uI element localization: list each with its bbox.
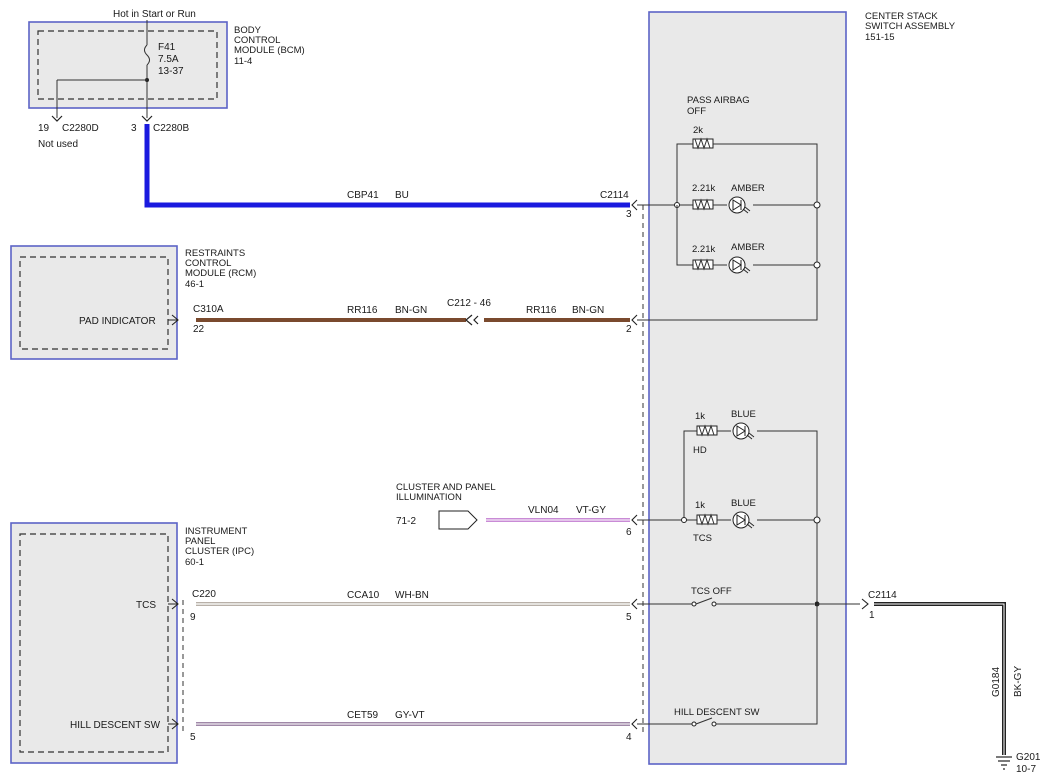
wire-cca10-pin: 5 <box>626 612 632 623</box>
wire-cbp41-color: BU <box>395 190 409 201</box>
ipc-hill-arrow-icon <box>168 718 179 730</box>
rcm-connector: C310A <box>193 304 224 315</box>
connector-c2280d-icon <box>51 115 63 122</box>
ground-icon <box>996 756 1012 770</box>
wire-vln04-pin: 6 <box>626 527 632 538</box>
r-1k-a-label: 1k <box>695 411 705 422</box>
g0184-connector: C2114 <box>868 590 897 601</box>
inline-connector-icon <box>465 314 479 326</box>
center-stack-ref: 151-15 <box>865 32 895 43</box>
center-stack-connector-arrows <box>631 199 638 730</box>
ipc-tcs-arrow-icon <box>168 598 179 610</box>
r-2k-label: 2k <box>693 125 703 136</box>
wire-cbp41-circuit: CBP41 <box>347 190 379 201</box>
wire-rr116-left-color: BN-GN <box>395 305 427 316</box>
fuse-ref: 13-37 <box>158 66 184 77</box>
ground-ref: 10-7 <box>1016 764 1036 775</box>
center-stack-name-2: SWITCH ASSEMBLY <box>865 21 956 32</box>
wire-cca10-circuit: CCA10 <box>347 590 380 601</box>
bcm-name-3: MODULE (BCM) <box>234 45 305 56</box>
pass-airbag-label-1: PASS AIRBAG <box>687 95 750 106</box>
rcm-arrow-icon <box>168 314 179 326</box>
amber-a-label: AMBER <box>731 183 765 194</box>
tcs-led-label: TCS <box>693 533 712 544</box>
g0184-circuit: G0184 <box>991 667 1002 697</box>
bcm-conn-d: C2280D <box>62 123 99 134</box>
rcm-pin: 22 <box>193 324 205 335</box>
pass-airbag-label-2: OFF <box>687 106 706 117</box>
bcm-pin-d: 19 <box>38 123 50 134</box>
bcm-ref: 11-4 <box>234 56 252 67</box>
ipc-tcs-label: TCS <box>136 600 156 611</box>
bcm-not-used: Not used <box>38 139 78 150</box>
wire-rr116-right-circuit: RR116 <box>526 305 557 316</box>
ipc-tcs-pin: 9 <box>190 612 196 623</box>
r-221k-b-label: 2.21k <box>692 244 715 255</box>
g0184-color: BK-GY <box>1013 666 1024 697</box>
amber-b-label: AMBER <box>731 242 765 253</box>
power-label: Hot in Start or Run <box>113 9 196 20</box>
rcm-name-2: CONTROL <box>185 258 231 269</box>
blue-b-label: BLUE <box>731 498 756 509</box>
wire-vln04-circuit: VLN04 <box>528 505 559 516</box>
rcm-module <box>10 245 178 360</box>
wire-rr116-left-circuit: RR116 <box>347 305 378 316</box>
connector-c2280b-icon <box>141 115 153 122</box>
center-stack-module <box>648 11 847 765</box>
rcm-name-1: RESTRAINTS <box>185 248 245 259</box>
ipc-connector: C220 <box>192 589 216 600</box>
blue-a-label: BLUE <box>731 409 756 420</box>
cluster-illum-ref: 71-2 <box>396 516 416 527</box>
bcm-pin-b: 3 <box>131 123 137 134</box>
ipc-hill-pin: 5 <box>190 732 196 743</box>
wire-cbp41 <box>144 124 630 208</box>
r-1k-b-label: 1k <box>695 500 705 511</box>
ipc-ref: 60-1 <box>185 557 204 568</box>
r-221k-a-label: 2.21k <box>692 183 715 194</box>
cluster-illum-name-2: ILLUMINATION <box>396 492 462 503</box>
hill-descent-switch-icon <box>695 717 713 725</box>
g0184-pin: 1 <box>869 610 875 621</box>
rcm-name-3: MODULE (RCM) <box>185 268 256 279</box>
wire-rr116-right-pin: 2 <box>626 324 632 335</box>
bcm-name-1: BODY <box>234 25 262 36</box>
wire-cet59-pin: 4 <box>626 732 632 743</box>
fuse-id: F41 <box>158 42 176 53</box>
wire-cca10-color: WH-BN <box>395 590 429 601</box>
ipc-name-1: INSTRUMENT <box>185 526 247 537</box>
center-stack-name-1: CENTER STACK <box>865 11 938 22</box>
wire-cbp41-pin: 3 <box>626 209 632 220</box>
wire-g0184 <box>874 602 1006 755</box>
wire-vln04-color: VT-GY <box>576 505 606 516</box>
bcm-name-2: CONTROL <box>234 35 280 46</box>
inline-connector-label: C212 - 46 <box>447 298 491 309</box>
ipc-module <box>10 522 178 764</box>
hill-descent-sw-label: HILL DESCENT SW <box>674 707 760 718</box>
tcs-off-label: TCS OFF <box>691 586 732 597</box>
bcm-module <box>28 21 228 109</box>
wire-cet59-circuit: CET59 <box>347 710 379 721</box>
tcs-off-switch-icon <box>695 597 713 605</box>
ipc-hill-label: HILL DESCENT SW <box>70 720 161 731</box>
fuse-rating: 7.5A <box>158 54 179 65</box>
ground-id: G201 <box>1016 752 1041 763</box>
cluster-illum-connector-icon <box>438 510 478 530</box>
hd-label: HD <box>693 445 707 456</box>
cluster-illum-name-1: CLUSTER AND PANEL <box>396 482 496 493</box>
wire-cet59-color: GY-VT <box>395 710 425 721</box>
wire-rr116-right-color: BN-GN <box>572 305 604 316</box>
wire-cbp41-connector: C2114 <box>600 190 629 201</box>
ipc-name-3: CLUSTER (IPC) <box>185 546 254 557</box>
rcm-pin-label: PAD INDICATOR <box>79 316 156 327</box>
bcm-conn-b: C2280B <box>153 123 189 134</box>
ipc-name-2: PANEL <box>185 536 215 547</box>
rcm-ref: 46-1 <box>185 279 204 290</box>
fuse-icon <box>144 44 150 66</box>
c2114-pin1-arrow-icon <box>861 598 869 610</box>
